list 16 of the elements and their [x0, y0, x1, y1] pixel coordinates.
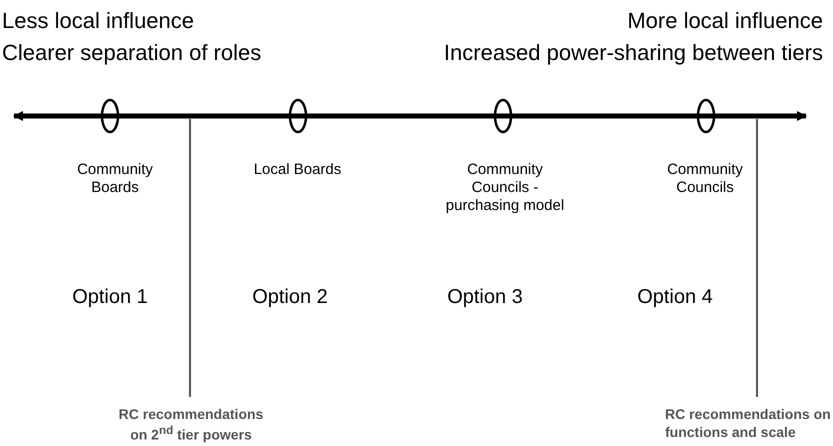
annotation-text: RC recommendations on 2$^{nd}$ tier powers: [110, 405, 272, 444]
category-label: Community Councils - purchasing model: [445, 161, 565, 215]
option-label: Option 1: [71, 285, 149, 309]
category-label: Local Boards: [252, 161, 342, 179]
heading-text: More local influence: [626, 8, 823, 34]
heading-text: Clearer separation of roles: [2, 40, 262, 66]
option-label: Option 4: [636, 285, 714, 309]
option-label: Option 3: [446, 285, 524, 309]
leader-line: [756, 119, 758, 397]
heading-text: Less local influence: [2, 8, 196, 34]
category-label: Community Boards: [76, 161, 154, 197]
heading-text: Increased power-sharing between tiers: [442, 40, 823, 66]
annotation-text: RC recommendations on functions and scale: [665, 405, 831, 442]
option-label: Option 2: [251, 285, 329, 309]
leader-line: [189, 119, 191, 397]
category-label: Community Councils: [666, 161, 744, 197]
